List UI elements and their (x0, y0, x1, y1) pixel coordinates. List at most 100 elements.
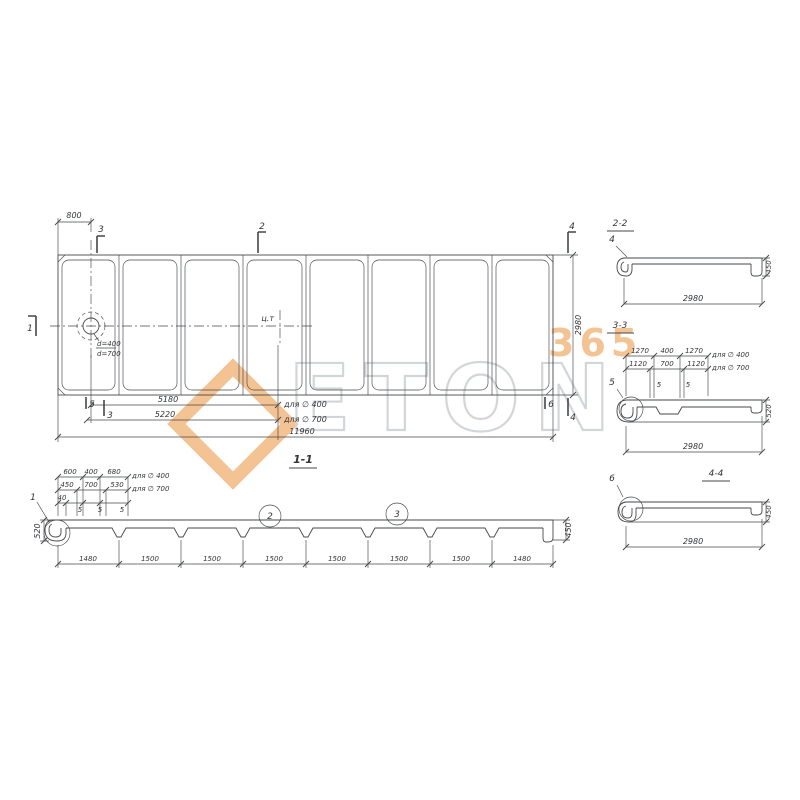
detail-2-label: 2 (267, 512, 273, 522)
s22-width-ext (623, 278, 763, 304)
s33-width-ticks (622, 448, 766, 456)
section-1-1-title: 1-1 (293, 453, 313, 466)
s33-width-ext (625, 416, 763, 452)
cut-mark-1-left: 1 (27, 324, 33, 334)
dim-5220: 5220 (155, 410, 175, 419)
center-of-gravity-label: ц.т (261, 314, 274, 323)
s44-height-ticks (762, 498, 770, 526)
detail-1-leader (36, 501, 50, 523)
lifting-hole-d400 (82, 317, 100, 335)
s33-row-dim-lines (626, 355, 708, 370)
section-4-4: 4-4 6 450 2980 (609, 469, 773, 551)
rib-outline (122, 259, 178, 391)
s11-row-dimension-lines (58, 476, 128, 504)
detail-1-label: 1 (30, 493, 36, 503)
slab-bottom-edge-with-ribs (66, 527, 543, 538)
dim-5180: 5180 (158, 395, 178, 404)
mark-3-bottom: 3 (107, 411, 113, 421)
s44-profile (617, 501, 763, 523)
plan-extension-lines (57, 218, 578, 442)
dim-700-s33: 700 (660, 360, 674, 368)
dim-2980-s22: 2980 (683, 294, 703, 303)
section-3-3: 3-3 1270 400 1270 для ∅ 400 1120 700 112… (607, 321, 773, 456)
detail-4-label: 4 (609, 235, 615, 245)
detail-5-label: 5 (609, 378, 615, 388)
s33-mark-5b: 5 (686, 381, 691, 389)
dim-5220-note: для ∅ 700 (283, 415, 327, 424)
detail-3-balloon (385, 502, 409, 526)
dim-450-row: 450 (60, 481, 74, 489)
section-3-3-title: 3-3 (613, 321, 628, 331)
bay-dim-2: 1500 (141, 555, 159, 563)
dim-5a: 5 (78, 506, 83, 514)
s44-width-ticks (622, 543, 766, 551)
dim-400-s33: 400 (660, 347, 674, 355)
detail-6-balloon (618, 496, 644, 522)
dim-520-s33: 520 (765, 404, 773, 418)
section-cut-marks (28, 231, 576, 416)
plan-view: d=400 d=700 ц.т 800 5180 для ∅ 400 5220 … (27, 211, 583, 442)
bay-dim-7: 1500 (452, 555, 470, 563)
detail-2-balloon (258, 504, 282, 528)
plan-bay-dividers (118, 255, 493, 395)
row-a-note: для ∅ 400 (131, 472, 170, 480)
dim-1270-b: 1270 (685, 347, 703, 355)
dim-11960: 11960 (289, 427, 314, 436)
s33-row-a-note: для ∅ 400 (711, 351, 750, 359)
s33-row-b-note: для ∅ 700 (711, 364, 750, 372)
row-b-note: для ∅ 700 (131, 485, 170, 493)
dim-5b: 5 (98, 506, 103, 514)
dim-1270-a: 1270 (631, 347, 649, 355)
dim-1120-a: 1120 (629, 360, 647, 368)
bay-dim-6: 1500 (390, 555, 408, 563)
rib-outline (184, 259, 240, 391)
rib-outline (246, 259, 303, 391)
brand-letters: ETON (288, 345, 625, 452)
section-2-2-title: 2-2 (613, 219, 628, 229)
rib-outline (495, 259, 550, 391)
plan-dimension-lines (58, 221, 574, 438)
dim-450-right: 450 (564, 522, 573, 537)
dim-2980-s44: 2980 (683, 537, 703, 546)
plan-outline (57, 254, 554, 396)
plan-dimension-ticks (54, 218, 577, 441)
rib-outline (61, 259, 116, 391)
rib-outline (309, 259, 365, 391)
plan-centerlines (50, 240, 312, 358)
s11-bottom-ticks (54, 560, 557, 568)
cut-mark-4-top: 4 (569, 222, 575, 232)
bay-dim-3: 1500 (203, 555, 221, 563)
s33-height-ext (629, 399, 770, 423)
dim-1120-b: 1120 (687, 360, 705, 368)
dim-5c: 5 (120, 506, 125, 514)
s11-left-height-ticks (40, 516, 48, 545)
s11-right-height-ticks (562, 516, 570, 544)
bay-dim-1: 1480 (79, 555, 97, 563)
dim-520-left: 520 (33, 523, 42, 538)
slab-right-lip (542, 520, 554, 543)
mark-4-bottom: 4 (570, 413, 576, 423)
s11-right-height-ext (553, 519, 570, 541)
dim-600: 600 (63, 468, 77, 476)
s11-bottom-ext-lines (57, 540, 554, 568)
s33-height-ticks (762, 396, 770, 426)
s44-height-ext (629, 501, 770, 523)
cut-mark-2-top: 2 (259, 222, 265, 232)
section-1-1: 1-1 1 2 3 600 400 680 для ∅ 400 450 700 … (30, 453, 573, 568)
detail-3-label: 3 (394, 510, 400, 520)
dim-400: 400 (84, 468, 98, 476)
s44-width-ext (625, 519, 763, 547)
detail-4-leader (615, 245, 628, 258)
dim-800: 800 (66, 211, 81, 220)
lifting-hole-d700 (76, 311, 106, 341)
s33-row-ext-lines (625, 356, 709, 398)
s33-mark-5a: 5 (657, 381, 662, 389)
detail-5-leader (616, 388, 624, 399)
rib-outline (433, 259, 489, 391)
dim-680: 680 (107, 468, 121, 476)
dim-450-s44: 450 (765, 505, 773, 519)
dim-2980-s33: 2980 (683, 442, 703, 451)
s22-height-ticks (762, 254, 770, 280)
cut-mark-3-top: 3 (98, 225, 104, 235)
